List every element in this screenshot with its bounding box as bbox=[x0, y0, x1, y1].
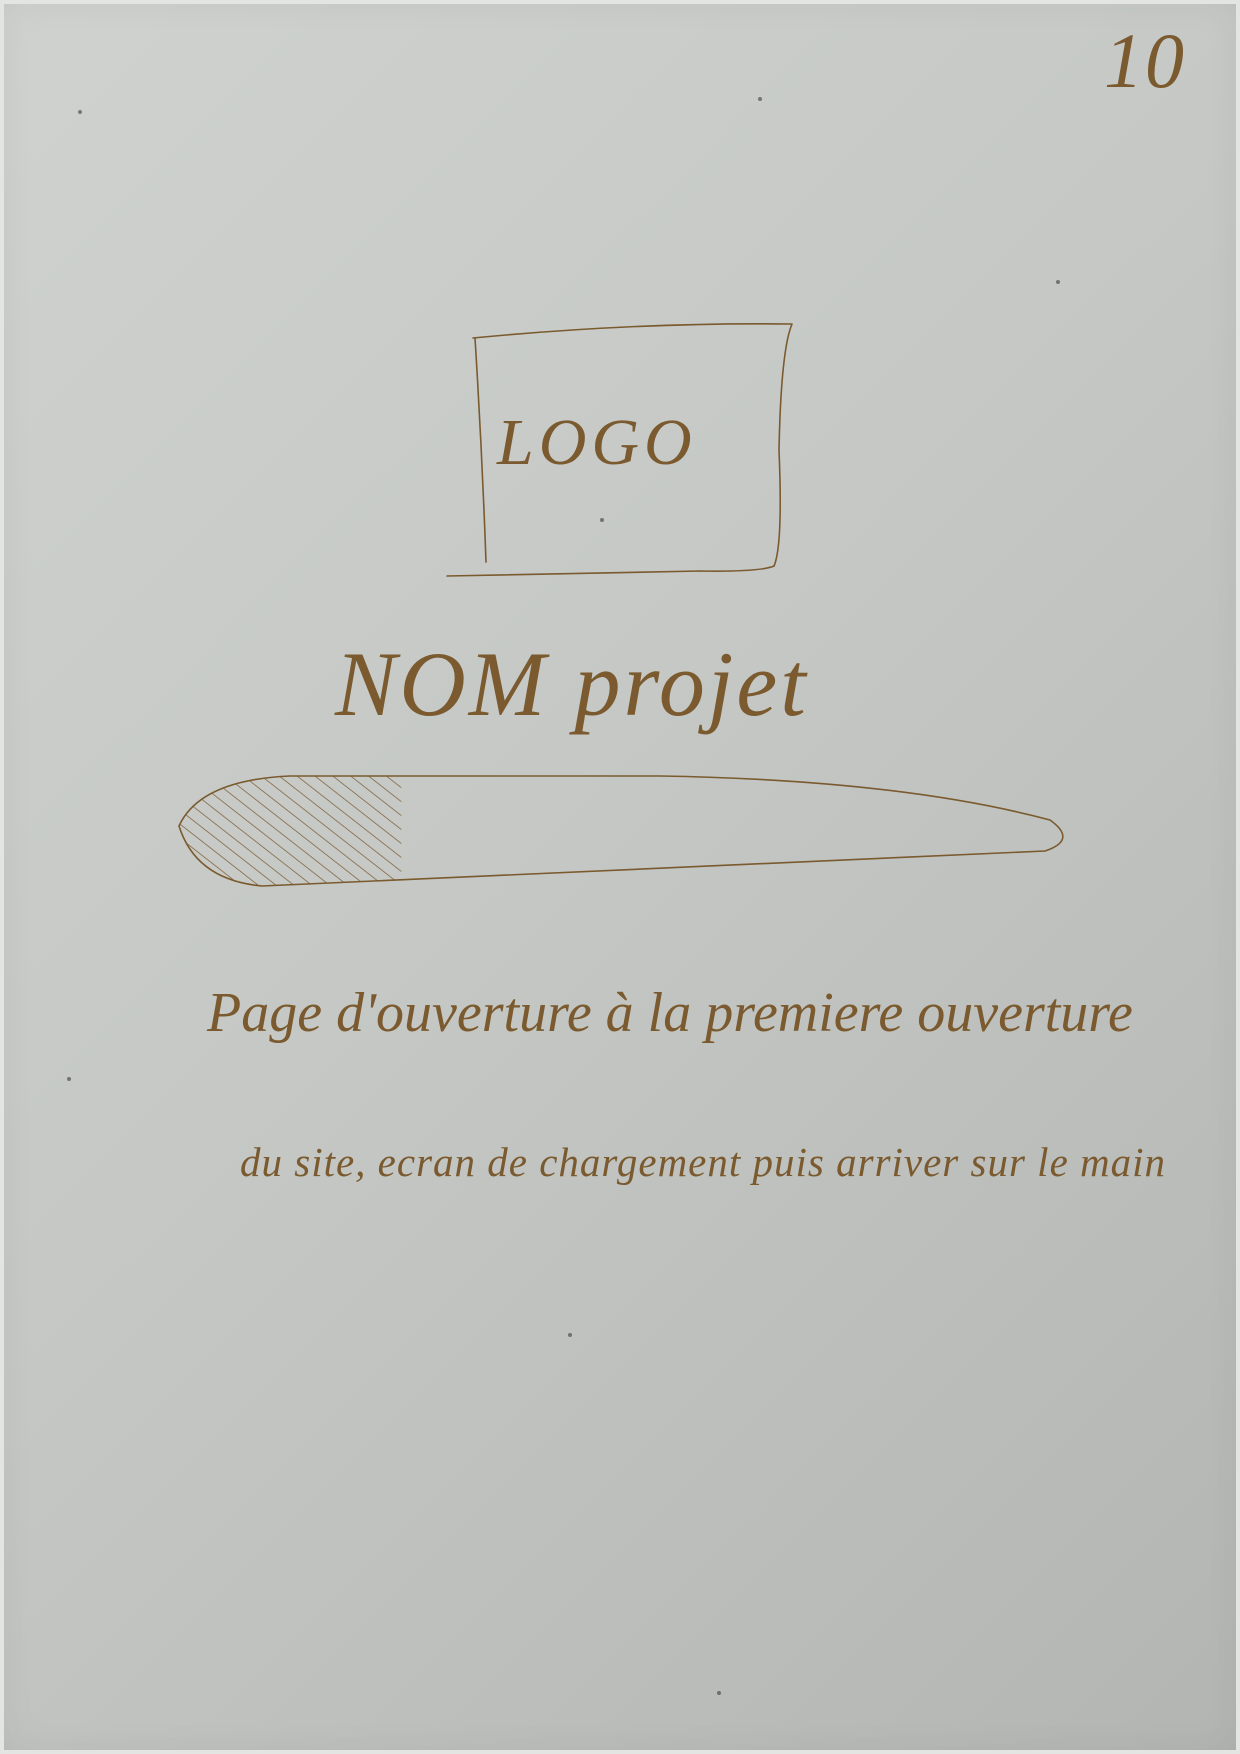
loading-bar-outline bbox=[178, 775, 1064, 887]
logo-box-bottom-edge bbox=[446, 565, 775, 577]
paper-speck bbox=[600, 518, 604, 522]
loading-bar bbox=[178, 775, 1064, 887]
note-line: Page d'ouverture à la premiere ouverture bbox=[207, 982, 1133, 1044]
logo-label: LOGO bbox=[497, 406, 697, 479]
loading-bar-fill bbox=[179, 776, 402, 886]
paper-speck bbox=[568, 1333, 572, 1337]
note-line: du site, ecran de chargement puis arrive… bbox=[240, 1139, 1167, 1185]
paper-speck bbox=[78, 110, 82, 114]
paper-speck bbox=[717, 1691, 721, 1695]
paper-speck bbox=[67, 1077, 71, 1081]
page-number: 10 bbox=[1104, 17, 1186, 104]
logo-box-left-edge bbox=[474, 337, 487, 563]
project-name: NOM projet bbox=[335, 633, 809, 735]
paper-speck bbox=[758, 97, 762, 101]
paper-speck bbox=[1056, 280, 1060, 284]
